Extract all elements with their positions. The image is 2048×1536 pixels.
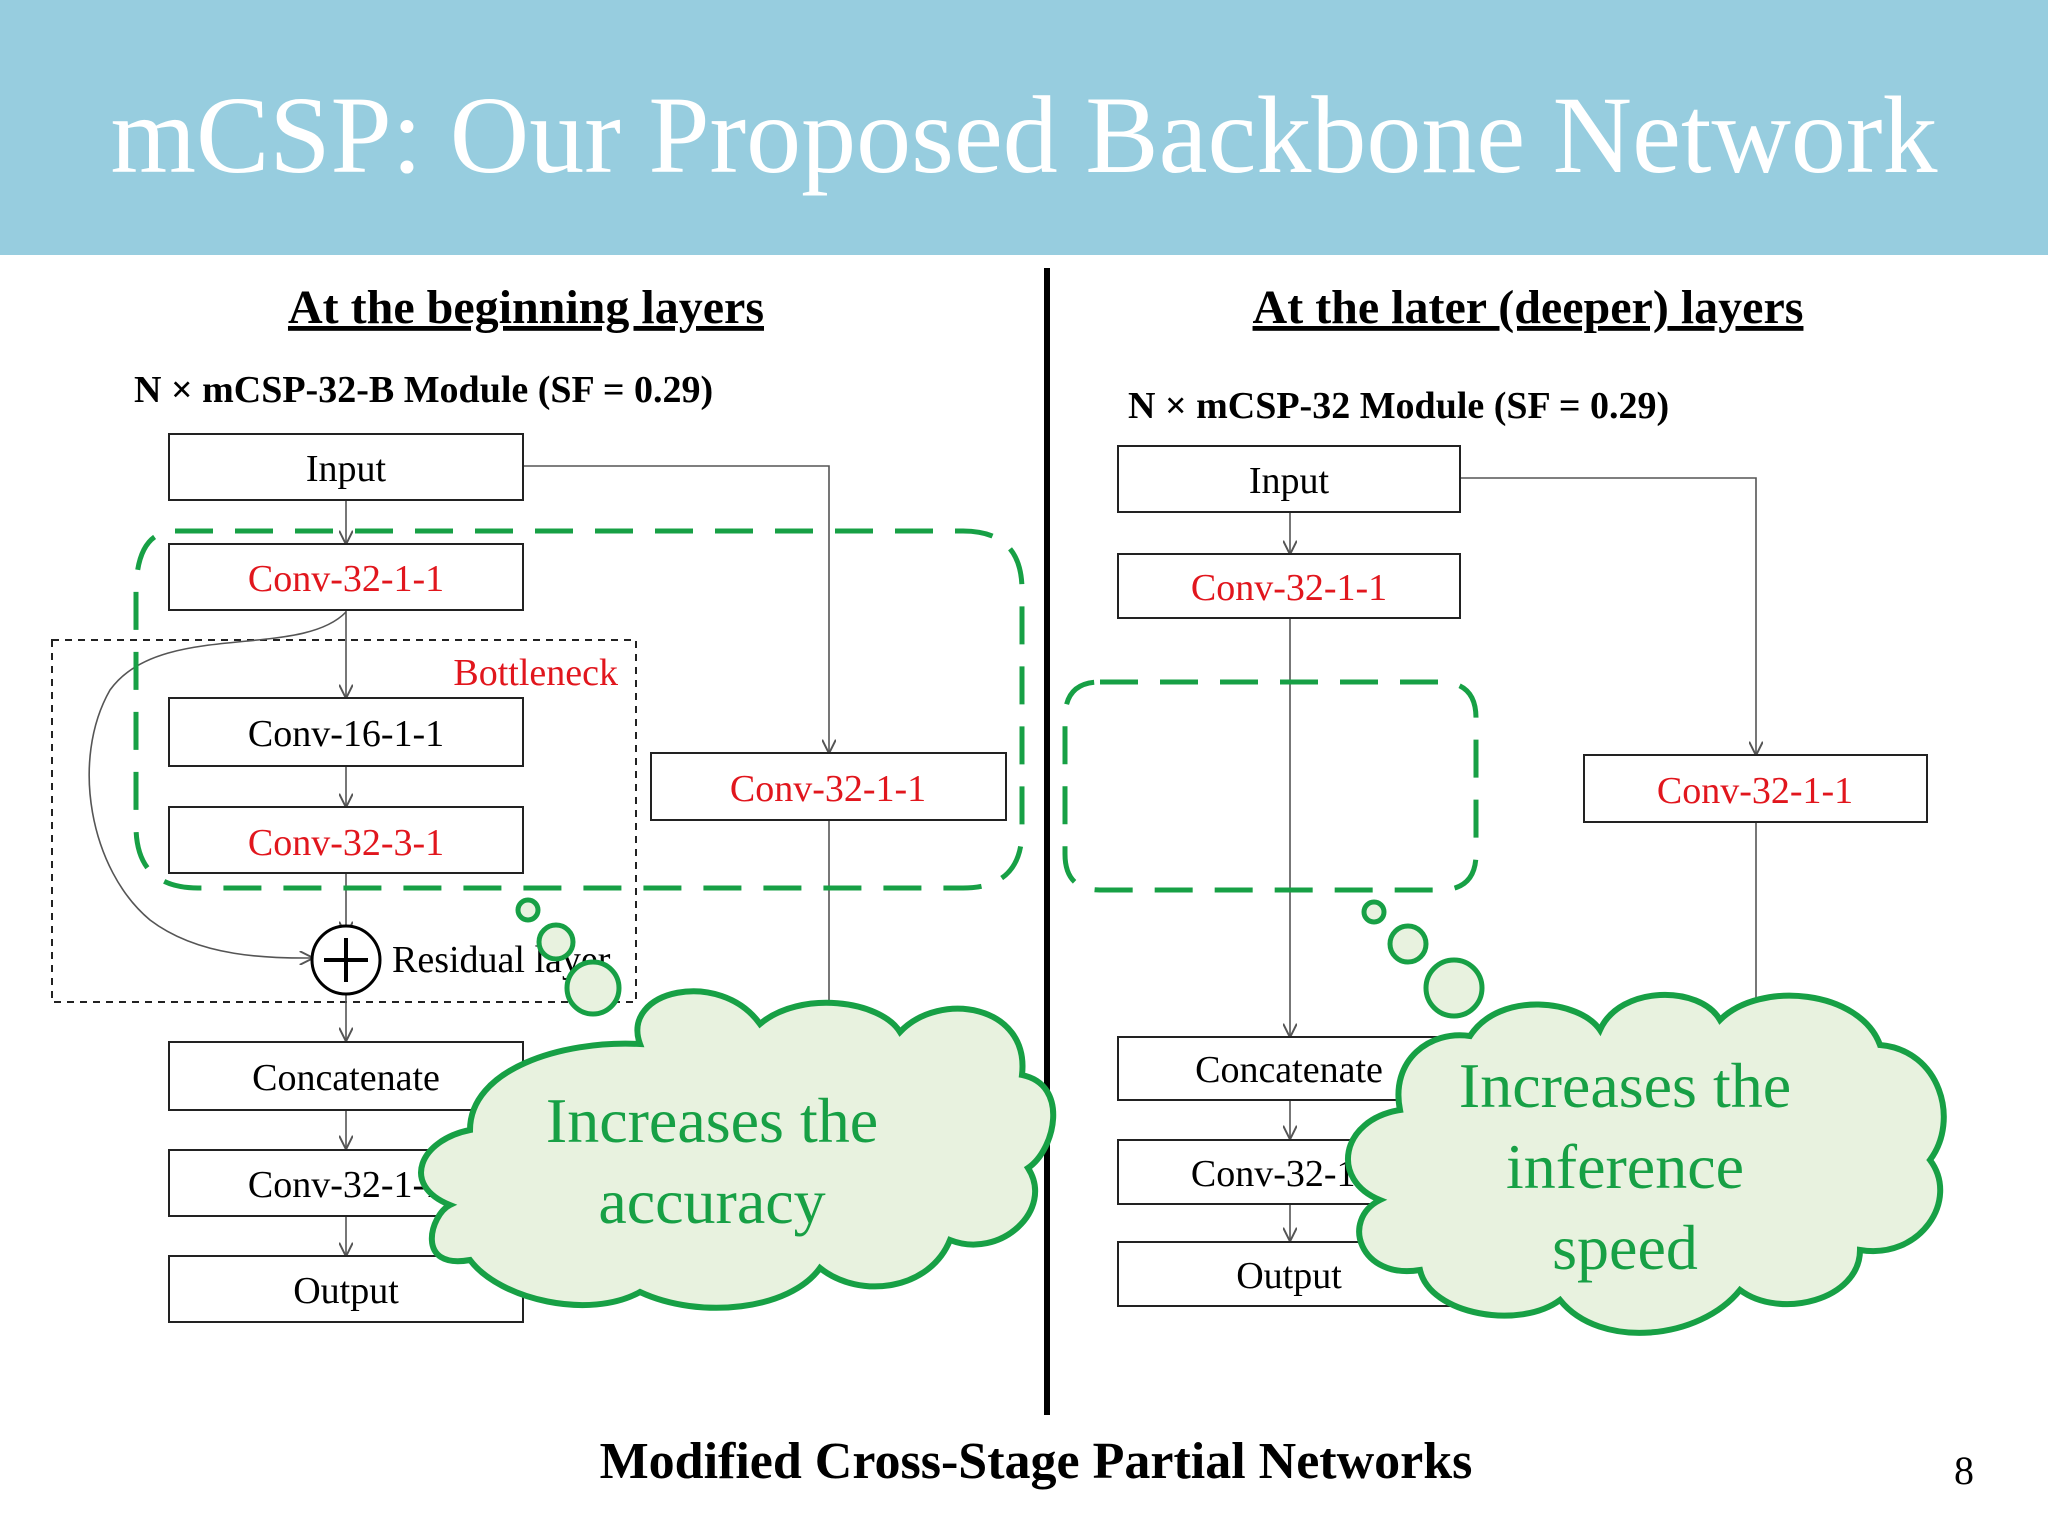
right-heading: At the later (deeper) layers	[1253, 281, 1804, 334]
left-conv-b-box: Conv-16-1-1	[168, 697, 524, 767]
left-conv-c-box: Conv-32-3-1	[168, 806, 524, 874]
right-highlight-region	[1062, 679, 1479, 893]
page-number: 8	[1954, 1448, 1974, 1493]
title-banner	[0, 0, 2048, 255]
speed-cloud-line-2: inference	[1506, 1131, 1744, 1202]
speed-cloud-line-1: Increases the	[1459, 1050, 1791, 1121]
left-input-label: Input	[306, 448, 387, 490]
left-output-label: Output	[293, 1270, 399, 1312]
right-conv-side-label: Conv-32-1-1	[1657, 770, 1853, 812]
right-concat-label: Concatenate	[1195, 1049, 1383, 1091]
left-input-box: Input	[168, 433, 524, 501]
accuracy-thought-cloud: Increases the accuracy	[418, 897, 1057, 1311]
right-conv-side-box: Conv-32-1-1	[1583, 754, 1928, 823]
left-conv-out-label: Conv-32-1-1	[248, 1164, 444, 1206]
accuracy-cloud-line-2: accuracy	[598, 1166, 825, 1237]
left-conv-a-label: Conv-32-1-1	[248, 558, 444, 600]
accuracy-cloud-line-1: Increases the	[546, 1085, 878, 1156]
right-output-label: Output	[1236, 1255, 1342, 1297]
left-conv-b-label: Conv-16-1-1	[248, 713, 444, 755]
footer-caption: Modified Cross-Stage Partial Networks	[600, 1433, 1473, 1490]
bottleneck-label: Bottleneck	[453, 652, 618, 694]
left-concat-label: Concatenate	[252, 1057, 440, 1099]
slide-title: mCSP: Our Proposed Backbone Network	[110, 74, 1938, 196]
inference-speed-thought-cloud: Increases the inference speed	[1345, 899, 1947, 1336]
bottleneck-region	[51, 639, 637, 1003]
residual-add-icon	[310, 924, 382, 996]
left-output-box: Output	[168, 1255, 524, 1323]
right-module-title: N × mCSP-32 Module (SF = 0.29)	[1128, 385, 1669, 427]
left-highlight-region	[133, 528, 1025, 891]
right-input-box: Input	[1117, 445, 1461, 513]
left-concat-box: Concatenate	[168, 1041, 524, 1111]
left-conv-c-label: Conv-32-3-1	[248, 822, 444, 864]
right-input-label: Input	[1249, 460, 1330, 502]
left-heading: At the beginning layers	[288, 281, 764, 334]
speed-cloud-line-3: speed	[1552, 1212, 1698, 1283]
right-conv-a-label: Conv-32-1-1	[1191, 567, 1387, 609]
left-conv-side-label: Conv-32-1-1	[730, 768, 926, 810]
left-conv-side-box: Conv-32-1-1	[650, 752, 1007, 821]
left-conv-a-box: Conv-32-1-1	[168, 543, 524, 611]
right-conv-a-box: Conv-32-1-1	[1117, 553, 1461, 619]
left-module-title: N × mCSP-32-B Module (SF = 0.29)	[134, 369, 713, 411]
